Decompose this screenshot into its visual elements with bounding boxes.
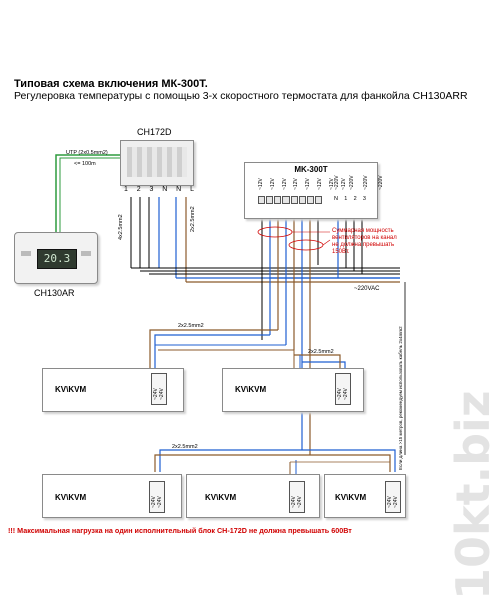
diagram-title: Типовая схема включения МК-300Т. [14, 78, 208, 90]
watermark-text: 10kt.biz [446, 390, 500, 600]
fancoil-unit-1: KV\KVM ~24V ~24V [42, 368, 184, 412]
mk300t-input-terminals: N 1 2 3 [334, 196, 366, 204]
fancoil-unit-4-terminal: ~24V ~24V [289, 481, 305, 513]
utp-label: UTP (2х0.5mm2) [66, 150, 108, 156]
fancoil-unit-4-label: KV\KVM [205, 493, 237, 502]
mk300t-input-1: ~220V [334, 175, 340, 190]
terminal-block [282, 196, 290, 204]
fancoil-unit-5-terminal: ~24V ~24V [385, 481, 401, 513]
fancoil-unit-2-label: KV\KVM [235, 385, 267, 394]
row1-bus-brown [149, 329, 278, 372]
mk300t-in-terminal-n: N [334, 196, 338, 202]
mk300t-input-4: ~220V [377, 175, 384, 190]
terminal-block [258, 196, 266, 204]
terminal-block [298, 196, 306, 204]
thermostat-label: СН130AR [34, 288, 75, 298]
mk300t-in-terminal-3: 3 [362, 196, 366, 202]
terminal-block [290, 196, 298, 204]
ch172d-terminal-l: L [190, 186, 194, 193]
ch172d-relays [127, 147, 187, 177]
fancoil-unit-5-label: KV\KVM [335, 493, 367, 502]
fancoil-unit-1-label: KV\KVM [55, 385, 87, 394]
terminal-block [274, 196, 282, 204]
cable-label-bus1: 2x2.5mm2 [178, 323, 204, 329]
mk300t-module: MK-300T [244, 162, 378, 219]
diagram-subtitle: Регулеровка температуры с помощью 3-х ск… [14, 90, 468, 102]
fancoil-unit-2-t2: ~24V [343, 388, 349, 400]
thermostat-button-left [21, 251, 31, 256]
cable-label-right: 2x2.5mm2 [190, 206, 196, 232]
ch172d-terminal-2: 2 [136, 186, 141, 193]
fancoil-unit-1-t2: ~24V [159, 388, 165, 400]
cable-label-bus3: 2x2.5mm2 [172, 444, 198, 450]
ch172d-terminal-n1: N [162, 186, 168, 193]
utp-cable-2 [59, 157, 120, 232]
mk300t-label: MK-300T [294, 165, 328, 174]
fancoil-unit-2: KV\KVM ~24V ~24V [222, 368, 364, 412]
terminal-block [314, 196, 322, 204]
watermark: 10kt.biz [395, 330, 500, 600]
fancoil-unit-3: KV\KVM ~24V ~24V [42, 474, 182, 518]
mk300t-output-terminals [258, 196, 322, 204]
mk300t-inputs: ~220V ~220V ~220V ~220V [334, 175, 384, 190]
row1-bus2-brown [294, 354, 341, 372]
utp-cable [55, 154, 120, 232]
ch172d-terminal-3: 3 [149, 186, 154, 193]
thermostat-display: 20.3 [37, 249, 77, 269]
row2-bus-right-blue [302, 449, 396, 472]
mk300t-in-terminal-1: 1 [344, 196, 348, 202]
supply-label: ~220VAC [354, 286, 380, 292]
terminal-block [306, 196, 314, 204]
thermostat-button-right [81, 251, 91, 256]
mk300t-outputs: ~12V ~12V ~12V ~12V ~12V ~12V ~12V ~12V [258, 176, 347, 190]
fancoil-unit-4: KV\KVM ~24V ~24V [186, 474, 320, 518]
fancoil-unit-3-label: KV\KVM [55, 493, 87, 502]
fancoil-unit-5: KV\KVM ~24V ~24V [324, 474, 406, 518]
power-note: Суммарная мощность вентиляторов на канал… [332, 228, 397, 255]
thermostat-device: 20.3 [14, 232, 98, 284]
terminal-block [266, 196, 274, 204]
cable-label-left: 4x2.5mm2 [118, 214, 124, 240]
row2-bus-right-brown [310, 454, 391, 472]
ch172d-module [120, 140, 194, 186]
ch172d-terminal-n2: N [176, 186, 182, 193]
row1-bus-blue [154, 334, 270, 372]
fancoil-unit-3-t2: ~24V [157, 496, 163, 508]
utp-length-label: <= 100m [74, 161, 96, 167]
mk300t-input-2: ~220V [348, 175, 355, 190]
mk300t-in-terminal-2: 2 [353, 196, 357, 202]
row2-bus-blue [159, 449, 302, 472]
fancoil-unit-2-terminal: ~24V ~24V [335, 373, 351, 405]
ch172d-terminal-1: 1 [124, 186, 128, 193]
max-load-warning: !!! Максимальная нагрузка на один исполн… [8, 526, 352, 535]
fancoil-unit-4-t2: ~24V [297, 496, 303, 508]
cable-label-bus2: 2x2.5mm2 [308, 349, 334, 355]
mk300t-input-3: ~220V [363, 175, 370, 190]
note-pointer-2 [322, 239, 331, 246]
row2-bus-brown [154, 454, 310, 472]
ch172d-label: СН172D [137, 127, 172, 137]
ch172d-terminals: 1 2 3 N N L [124, 186, 194, 193]
wire-group-circle-1 [257, 226, 293, 238]
fancoil-unit-3-terminal: ~24V ~24V [149, 481, 165, 513]
fancoil-unit-1-terminal: ~24V ~24V [151, 373, 167, 405]
